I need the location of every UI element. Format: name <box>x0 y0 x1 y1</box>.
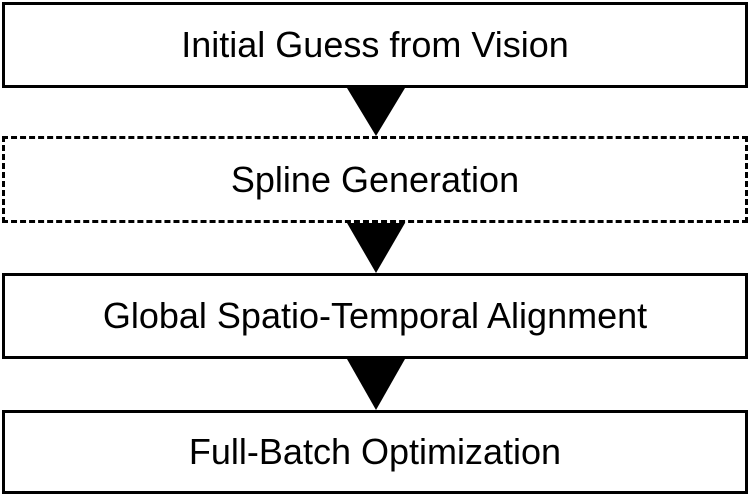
flow-step-initial-guess: Initial Guess from Vision <box>2 2 748 88</box>
flow-step-label: Full-Batch Optimization <box>188 431 562 472</box>
flow-step-global-spatio-temporal-alignment: Global Spatio-Temporal Alignment <box>2 273 748 359</box>
arrow-down-icon <box>347 223 405 273</box>
flow-step-label: Global Spatio-Temporal Alignment <box>102 295 648 336</box>
flow-step-full-batch-optimization: Full-Batch Optimization <box>2 410 748 494</box>
arrow-down-icon <box>347 359 405 410</box>
flow-step-spline-generation: Spline Generation <box>2 136 748 223</box>
flow-step-label: Initial Guess from Vision <box>181 24 569 65</box>
flow-step-label: Spline Generation <box>230 158 520 200</box>
arrow-down-icon <box>347 88 405 136</box>
